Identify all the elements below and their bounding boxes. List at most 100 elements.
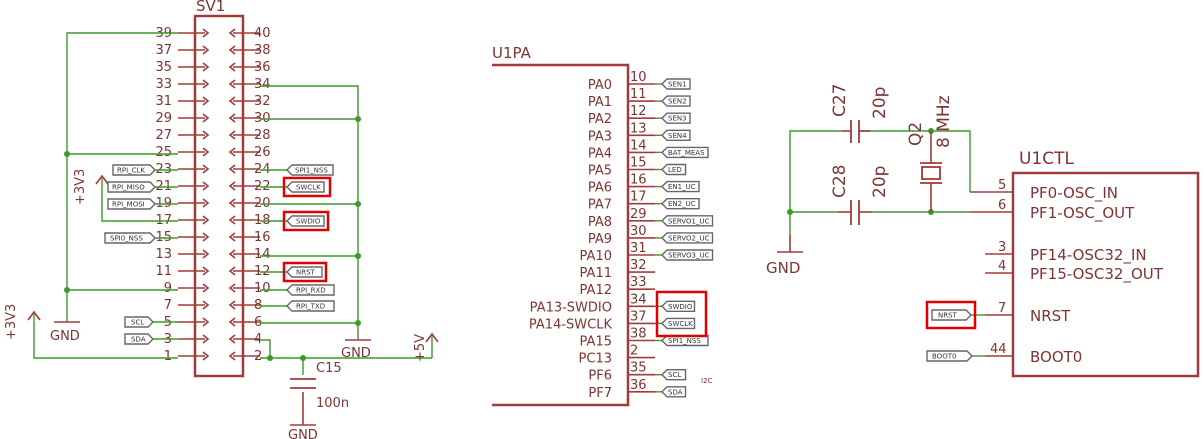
- u1ctl-part: U1CTL 5 PF0-OSC_IN 6 PF1-OSC_OUT 3 PF14-…: [766, 83, 1200, 378]
- pin-number: 7: [164, 298, 172, 313]
- net-label-text: RPI_MISO: [112, 184, 145, 192]
- net-label-text: SWDIO: [296, 218, 321, 226]
- pin-number: 40: [254, 26, 271, 41]
- supply-arrow-3v3-far: [27, 310, 41, 321]
- pin-contact: [202, 147, 210, 157]
- highlight-box: [925, 300, 977, 330]
- u1pa-body: [492, 63, 630, 407]
- pin-number: 33: [630, 275, 647, 290]
- pin-contact: [202, 28, 210, 38]
- pin-number: 37: [155, 43, 172, 58]
- net-label-swclk: SWCLK: [260, 176, 332, 198]
- pin-name: NRST: [1030, 307, 1071, 325]
- net-label-text: BOOT0: [932, 353, 956, 361]
- pin-contact: [202, 300, 210, 310]
- gnd-bus-left: [66, 32, 178, 322]
- net-label-swdio: SWDIO: [260, 210, 330, 232]
- net-label: [661, 249, 714, 261]
- net-label-text: SEN3: [668, 115, 687, 123]
- pin-number: 1: [164, 349, 172, 364]
- pin-number: 31: [155, 94, 172, 109]
- u1ctl-title: U1CTL: [1019, 149, 1075, 169]
- pin-contact: [202, 130, 210, 140]
- pin-number: 35: [630, 361, 647, 376]
- net-label: [661, 163, 687, 176]
- supply-arrow-5v: [425, 332, 439, 343]
- wire-pin1: [33, 314, 178, 359]
- pin-contact: [228, 181, 236, 191]
- gnd-cap-label: GND: [288, 428, 318, 439]
- pin-contact: [228, 300, 236, 310]
- pin-number: 36: [630, 378, 647, 393]
- pin-number: 9: [164, 281, 172, 296]
- junction: [355, 320, 361, 326]
- supply-5v-label: +5V: [413, 334, 428, 362]
- sv1-pin-row: 8: [228, 298, 262, 313]
- pin-contact: [202, 351, 210, 361]
- pin-contact: [228, 215, 236, 225]
- pin-number: 13: [630, 121, 647, 136]
- pin-name: PF7: [588, 386, 612, 401]
- sv1-pin-row: 35: [155, 60, 210, 75]
- net-label-rpi-miso: RPI_MISO: [107, 181, 178, 193]
- sv1-pin-row: 1: [164, 349, 210, 364]
- pin-number: 32: [630, 258, 647, 273]
- pin-contact: [228, 283, 236, 293]
- pin-number: 37: [630, 309, 647, 324]
- junction: [64, 287, 70, 293]
- supply-3v3-far-label: +3V3: [4, 304, 19, 340]
- gnd-ctl-label: GND: [766, 259, 800, 277]
- wire-pin17: [101, 178, 178, 222]
- pin-number: 29: [155, 111, 172, 126]
- net-label-text: EN2_UC: [668, 200, 696, 208]
- pin-contact: [202, 181, 210, 191]
- pin-contact: [202, 164, 210, 174]
- sv1-pin-row: 28: [228, 128, 271, 143]
- sv1-pin-row: 7: [164, 298, 210, 313]
- pin-number: 35: [155, 60, 172, 75]
- pin-contact: [202, 283, 210, 293]
- net-label-text: SERVO1_UC: [668, 217, 710, 225]
- pin-name: PA2: [588, 112, 612, 127]
- pin-contact: [228, 96, 236, 106]
- pin-number: 13: [155, 247, 172, 262]
- sv1-pin-row: 31: [155, 94, 210, 109]
- sv1-title: SV1: [196, 0, 225, 15]
- pin-number: 27: [155, 128, 172, 143]
- net-label-text: RPI_CLK: [117, 167, 145, 175]
- pin-number: 2: [630, 344, 638, 359]
- sv1-wires: GND +3V3 +3V3 GND +5V C15: [4, 32, 439, 439]
- highlight-box: [282, 261, 328, 283]
- sv1-pin-row: 36: [228, 60, 271, 75]
- pin-contact: [202, 266, 210, 276]
- pin-number: 32: [254, 94, 271, 109]
- net-label-text: EN1_UC: [668, 183, 696, 191]
- net-label-text: SDA: [668, 388, 683, 396]
- net-label-sda: SDA: [124, 333, 178, 345]
- net-label: [661, 197, 700, 210]
- pin-number: 15: [630, 156, 647, 171]
- sv1-pin-row: 2: [228, 349, 262, 364]
- pin-name: PA12: [580, 283, 612, 298]
- pin-number: 4: [254, 332, 262, 347]
- pin-name: PA1: [588, 95, 612, 110]
- pin-name: PA0: [588, 78, 612, 93]
- pin-contact: [228, 45, 236, 55]
- pin-contact: [202, 62, 210, 72]
- sv1-pin-row: 29: [155, 111, 210, 126]
- pin-contact: [228, 28, 236, 38]
- supply-arrow-3v3: [95, 174, 109, 185]
- pin-name: PF15-OSC32_OUT: [1030, 265, 1164, 284]
- pin-number: 26: [254, 145, 271, 160]
- net-label-text: SCL: [131, 319, 144, 327]
- net-label-text: NRST: [296, 269, 316, 277]
